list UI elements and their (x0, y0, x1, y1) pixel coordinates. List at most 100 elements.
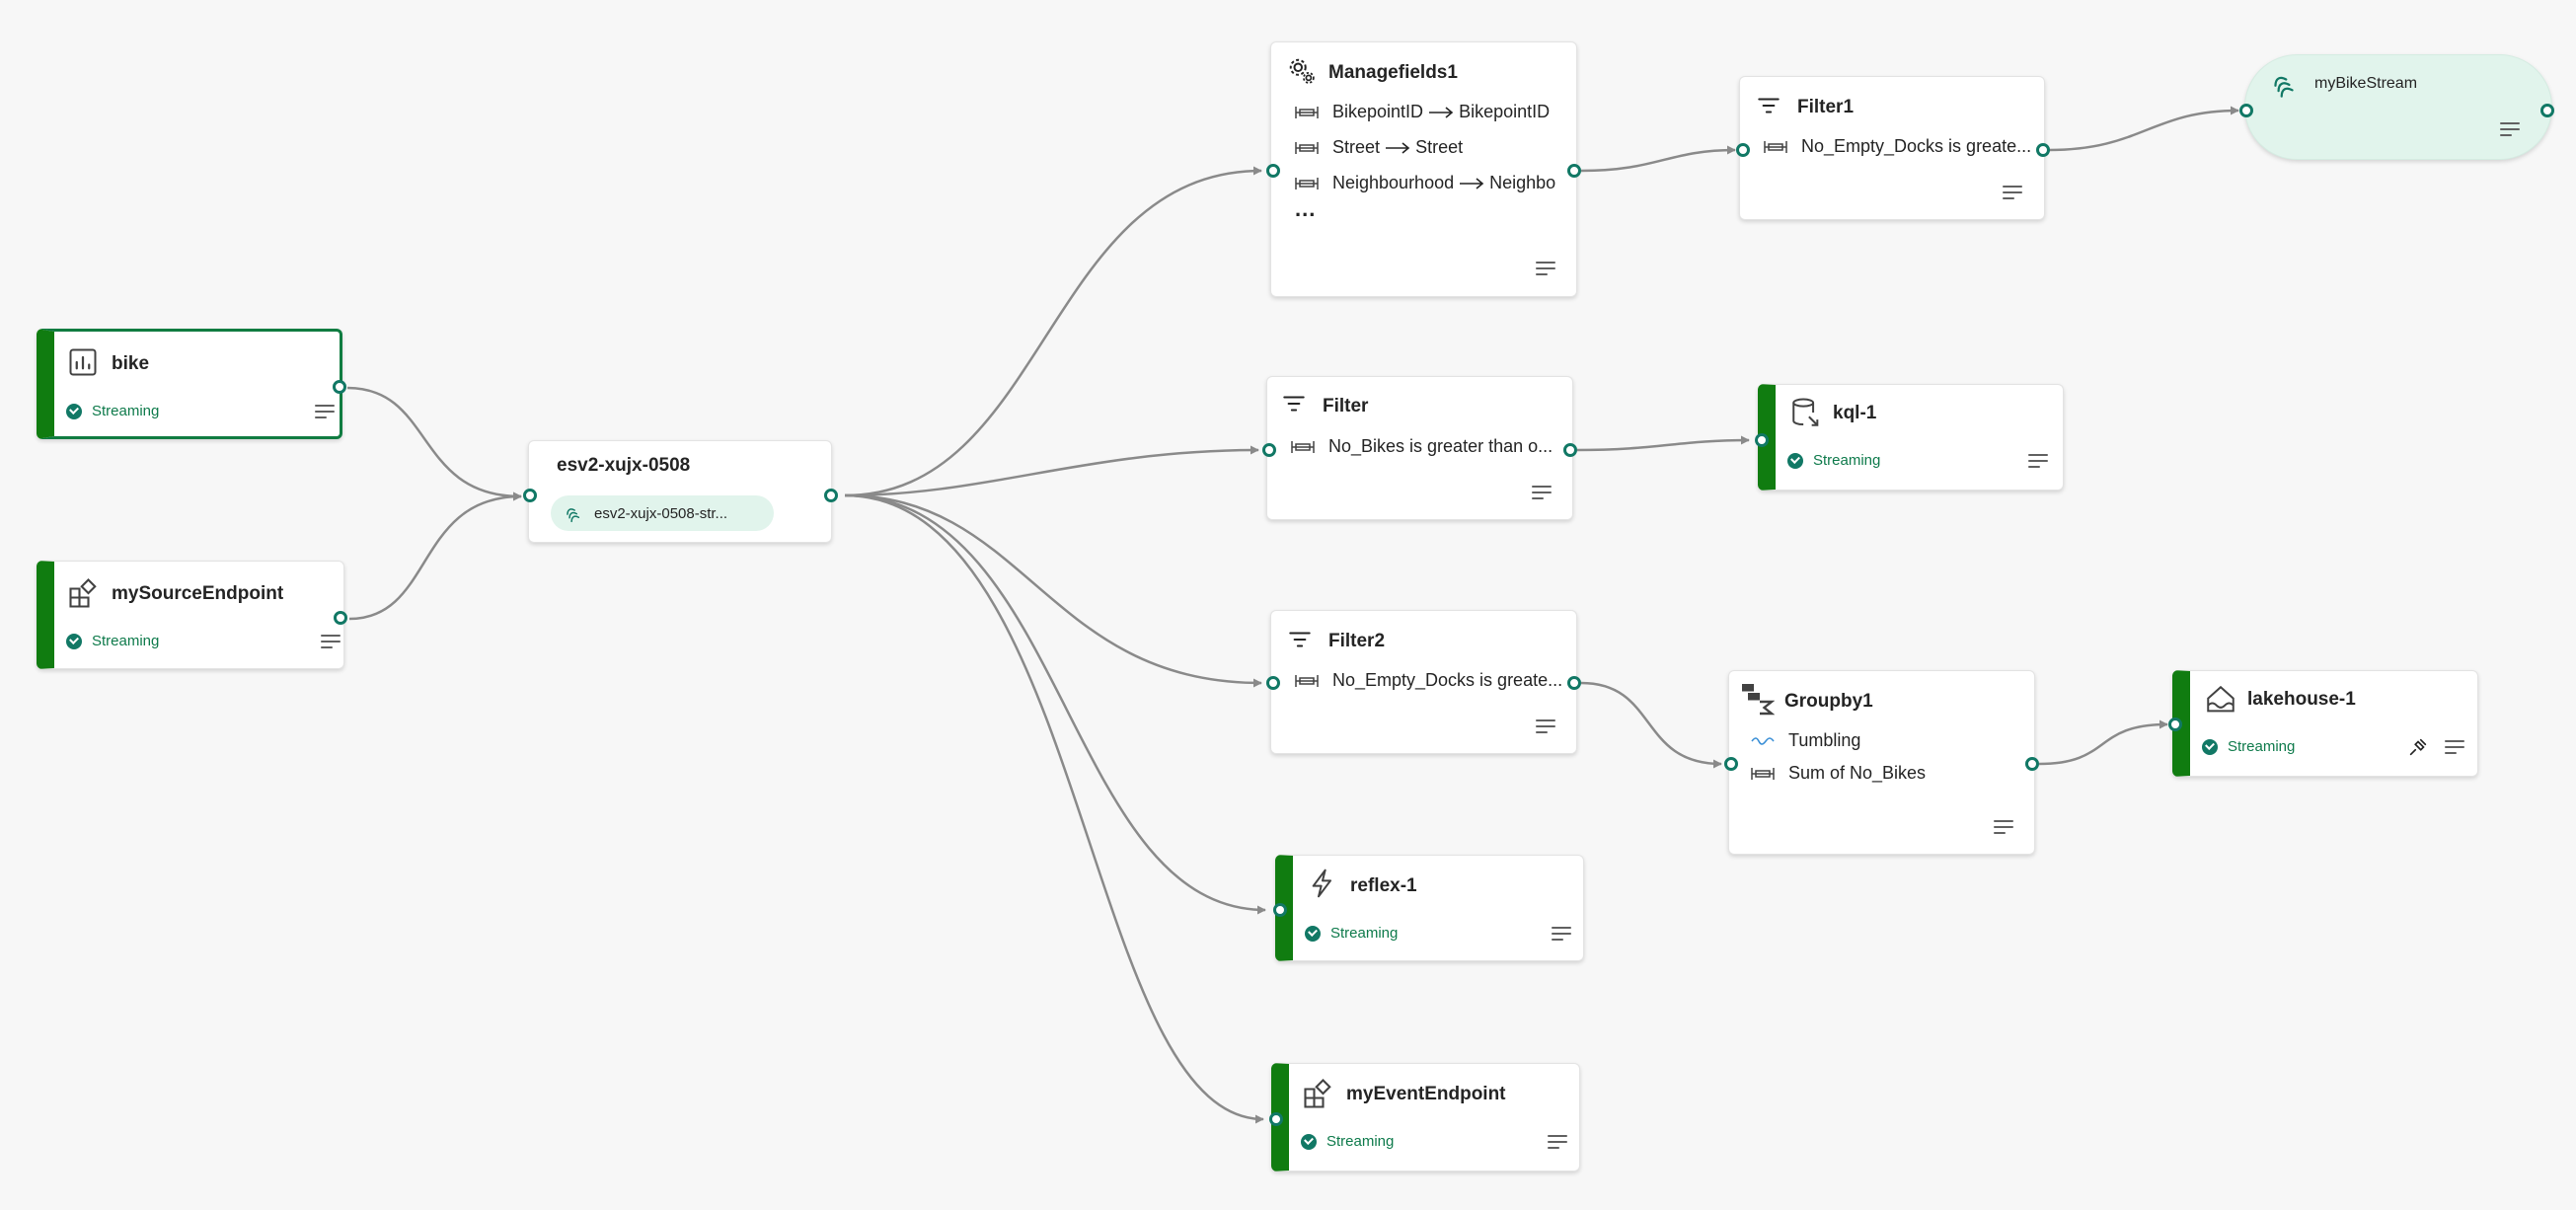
eventstream-node[interactable]: esv2-xujx-0508 esv2-xujx-0508-str... (528, 440, 832, 543)
input-port-managefields1[interactable] (1266, 164, 1280, 178)
node-title: myEventEndpoint (1346, 1084, 1506, 1104)
stream-icon (565, 503, 584, 523)
gears-icon (1287, 56, 1317, 86)
details-menu-icon[interactable] (2445, 740, 2464, 756)
connector-icon[interactable] (2407, 736, 2429, 758)
field-mapping-row: Neighbourhood Neighbo (1295, 173, 1575, 193)
source-field: BikepointID (1332, 102, 1424, 121)
node-title: myBikeStream (2314, 75, 2418, 92)
details-menu-icon[interactable] (1532, 486, 1552, 501)
edge-eventstream-to-filter (844, 445, 1259, 497)
input-port-groupby1[interactable] (1724, 757, 1738, 771)
status-text: Streaming (1330, 925, 1399, 942)
input-port-eventstream[interactable] (523, 489, 537, 502)
tumbling-window-icon (1751, 734, 1775, 748)
input-port-reflex-1[interactable] (1273, 903, 1287, 917)
operation-node-filter1[interactable]: Filter1 No_Empty_Docks is greate... (1739, 76, 2045, 220)
status-badge: Streaming (2202, 738, 2295, 755)
output-port-my-source-endpoint[interactable] (334, 611, 347, 625)
edge-groupby-to-lakehouse (2038, 719, 2168, 766)
input-port-filter[interactable] (1262, 443, 1276, 457)
destination-node-my-event-endpoint[interactable]: myEventEndpoint Streaming (1271, 1063, 1580, 1172)
field-mapping-row: BikepointID BikepointID (1295, 102, 1571, 122)
details-menu-icon[interactable] (1536, 719, 1555, 735)
filter-icon (1281, 391, 1307, 416)
operation-node-groupby1[interactable]: Groupby1 Tumbling Sum of No_Bikes (1728, 670, 2035, 855)
operation-node-filter2[interactable]: Filter2 No_Empty_Docks is greate... (1270, 610, 1577, 754)
arrow-right-icon (1429, 107, 1454, 118)
status-text: Streaming (2228, 738, 2296, 755)
output-port-filter2[interactable] (1567, 676, 1581, 690)
node-title: bike (112, 353, 150, 374)
aggregation-row: Sum of No_Bikes (1751, 763, 2027, 784)
output-port-bike[interactable] (333, 380, 346, 394)
details-menu-icon[interactable] (321, 635, 341, 650)
status-badge: Streaming (1787, 452, 1880, 469)
operation-node-managefields1[interactable]: Managefields1 BikepointID BikepointID St… (1270, 41, 1577, 297)
node-title: Filter2 (1328, 631, 1386, 651)
output-port-mybikestream[interactable] (2540, 104, 2554, 117)
edge-eventstream-to-eventendpoint (844, 493, 1264, 1124)
status-text: Streaming (92, 403, 160, 419)
destination-node-lakehouse-1[interactable]: lakehouse-1 Streaming (2172, 670, 2478, 777)
check-circle-icon (1305, 925, 1321, 942)
details-menu-icon[interactable] (2500, 122, 2520, 138)
edge-filter-to-kql (1576, 435, 1750, 452)
input-port-lakehouse-1[interactable] (2168, 718, 2182, 731)
status-badge: Streaming (1305, 925, 1398, 942)
edge-bike-to-eventstream (346, 386, 522, 501)
details-menu-icon[interactable] (1552, 927, 1571, 943)
node-title: Managefields1 (1328, 62, 1458, 83)
details-menu-icon[interactable] (2003, 186, 2022, 201)
details-menu-icon[interactable] (315, 405, 335, 420)
status-text: Streaming (1813, 452, 1881, 469)
output-port-groupby1[interactable] (2025, 757, 2039, 771)
details-menu-icon[interactable] (2028, 454, 2048, 470)
derived-stream-node-mybikestream[interactable]: myBikeStream (2244, 54, 2552, 160)
edge-managefields-to-filter1 (1580, 145, 1736, 173)
input-port-mybikestream[interactable] (2239, 104, 2253, 117)
status-badge: Streaming (66, 633, 159, 649)
lightning-icon (1307, 866, 1338, 901)
details-menu-icon[interactable] (1548, 1135, 1567, 1151)
edge-sourceendpoint-to-eventstream (348, 492, 522, 621)
stream-chip[interactable]: esv2-xujx-0508-str... (551, 495, 774, 531)
arrow-right-icon (1460, 178, 1484, 189)
output-port-managefields1[interactable] (1567, 164, 1581, 178)
stream-icon (2271, 69, 2301, 99)
aggregation: Sum of No_Bikes (1788, 763, 1927, 783)
status-badge: Streaming (1301, 1133, 1394, 1150)
target-field: Neighbo (1489, 173, 1556, 192)
input-port-kql-1[interactable] (1755, 433, 1769, 447)
input-port-filter1[interactable] (1736, 143, 1750, 157)
destination-node-reflex-1[interactable]: reflex-1 Streaming (1275, 855, 1584, 961)
field-icon (1764, 140, 1787, 154)
input-port-my-event-endpoint[interactable] (1269, 1112, 1283, 1126)
check-circle-icon (1301, 1133, 1317, 1150)
field-mapping-row: Street Street (1295, 137, 1571, 158)
destination-node-kql-1[interactable]: kql-1 Streaming (1758, 384, 2064, 491)
field-icon (1751, 767, 1775, 781)
node-title: reflex-1 (1350, 875, 1417, 896)
source-node-bike[interactable]: bike Streaming (37, 329, 342, 439)
filter-condition: No_Empty_Docks is greate... (1764, 136, 2040, 157)
lakehouse-icon (2204, 683, 2237, 717)
database-icon (1789, 395, 1823, 430)
filter-icon (1756, 93, 1781, 118)
condition-text: No_Bikes is greater than o... (1328, 436, 1553, 456)
output-port-filter[interactable] (1563, 443, 1577, 457)
details-menu-icon[interactable] (1994, 820, 2013, 836)
field-icon (1295, 106, 1319, 119)
operation-node-filter[interactable]: Filter No_Bikes is greater than o... (1266, 376, 1573, 520)
details-menu-icon[interactable] (1536, 262, 1555, 277)
status-badge: Streaming (66, 403, 159, 419)
source-node-my-source-endpoint[interactable]: mySourceEndpoint Streaming (37, 561, 344, 669)
input-port-filter2[interactable] (1266, 676, 1280, 690)
node-title: lakehouse-1 (2247, 689, 2356, 710)
arrow-right-icon (1386, 142, 1410, 154)
output-port-eventstream[interactable] (824, 489, 838, 502)
edge-eventstream-to-managefields (844, 166, 1262, 497)
condition-text: No_Empty_Docks is greate... (1332, 670, 1563, 690)
output-port-filter1[interactable] (2036, 143, 2050, 157)
